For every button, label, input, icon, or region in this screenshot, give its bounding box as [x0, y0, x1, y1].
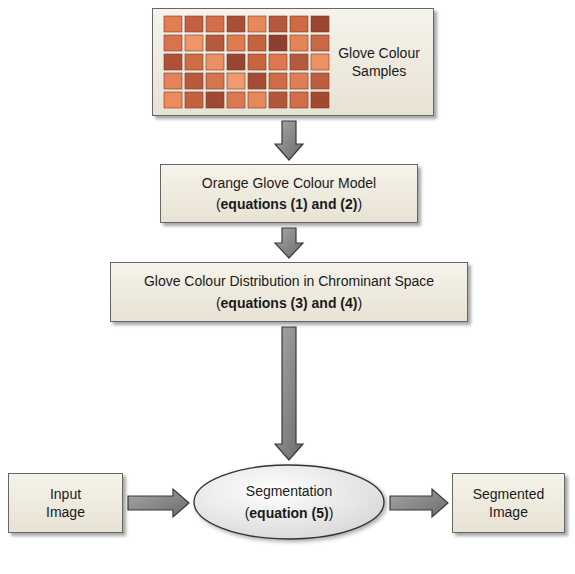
- swatch: [185, 16, 203, 32]
- block-arrow: [275, 327, 303, 460]
- swatch: [185, 92, 203, 108]
- swatch: [269, 16, 287, 32]
- swatch: [248, 54, 266, 70]
- box-label: Orange Glove Colour Model: [202, 174, 376, 192]
- process-ellipse: Segmentation (equation (5)): [193, 464, 385, 540]
- swatch: [164, 54, 182, 70]
- box-label: Segmented Image: [473, 485, 545, 521]
- block-arrow: [275, 228, 303, 258]
- block-arrow: [390, 489, 448, 517]
- swatch: [311, 73, 329, 89]
- process-box: Input Image: [8, 473, 123, 533]
- colour-swatches: [163, 15, 333, 112]
- swatch: [227, 35, 245, 51]
- ellipse-outline: [193, 464, 385, 540]
- swatch: [269, 92, 287, 108]
- swatch: [206, 35, 224, 51]
- equation-ref: (equation (5)): [245, 504, 334, 522]
- swatch: [227, 16, 245, 32]
- swatch: [185, 54, 203, 70]
- block-arrow: [128, 489, 189, 517]
- ellipse-shape: [194, 465, 384, 539]
- swatch: [164, 73, 182, 89]
- swatch: [248, 16, 266, 32]
- equation-ref: (equations (1) and (2)): [216, 195, 362, 213]
- swatch: [164, 35, 182, 51]
- swatch: [290, 54, 308, 70]
- process-box: Segmented Image: [452, 473, 565, 533]
- swatch: [311, 16, 329, 32]
- swatch: [206, 92, 224, 108]
- box-label: Glove Colour Distribution in Chrominant …: [144, 272, 434, 290]
- swatch: [227, 92, 245, 108]
- swatch: [311, 35, 329, 51]
- swatch: [227, 54, 245, 70]
- process-box: Glove Colour Samples: [152, 8, 434, 116]
- swatch: [227, 73, 245, 89]
- swatch: [290, 16, 308, 32]
- swatch: [206, 16, 224, 32]
- swatch: [248, 73, 266, 89]
- swatch: [248, 92, 266, 108]
- swatch: [269, 73, 287, 89]
- swatch: [206, 54, 224, 70]
- swatch: [248, 35, 266, 51]
- swatch: [185, 73, 203, 89]
- process-box: Orange Glove Colour Model (equations (1) …: [160, 164, 418, 223]
- swatch: [290, 73, 308, 89]
- swatch: [206, 73, 224, 89]
- box-label: Segmentation: [246, 482, 332, 500]
- swatch: [269, 35, 287, 51]
- swatch: [290, 92, 308, 108]
- box-label: Glove Colour Samples: [331, 44, 427, 80]
- swatch: [290, 35, 308, 51]
- process-box: Glove Colour Distribution in Chrominant …: [110, 262, 468, 322]
- swatch: [164, 92, 182, 108]
- swatch: [164, 16, 182, 32]
- swatch: [311, 92, 329, 108]
- swatch: [269, 54, 287, 70]
- swatch: [311, 54, 329, 70]
- block-arrow: [275, 121, 303, 160]
- box-label: Input Image: [31, 485, 101, 521]
- equation-ref: (equations (3) and (4)): [216, 294, 362, 312]
- swatch: [185, 35, 203, 51]
